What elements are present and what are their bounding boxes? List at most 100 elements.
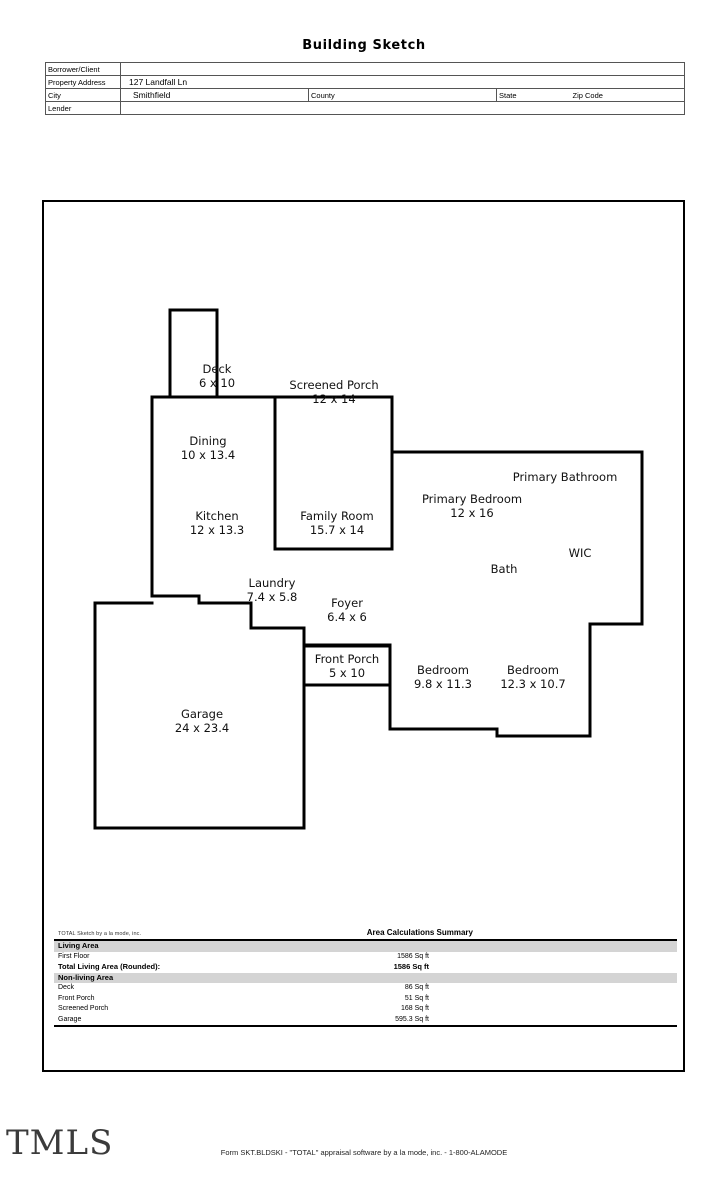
room-dim: 5 x 10 [328,666,366,680]
tmls-watermark-logo: TMLS [6,1123,114,1163]
room-name: Family Room [300,509,374,523]
sketch-credit: TOTAL Sketch by a la mode, inc. [58,931,142,937]
county-label: County [311,90,335,100]
room-name: Primary Bathroom [512,470,618,484]
room-name: Bath [490,562,518,576]
room-dim: 12 x 14 [312,392,356,406]
room-label-screened-porch: Screened Porch 12 x 14 [289,378,378,406]
city-value-cell: Smithfield [120,88,309,102]
room-name: Kitchen [195,509,239,523]
table-row-address: Property Address 127 Landfall Ln [45,75,685,89]
front-porch-label: Front Porch [58,994,95,1002]
room-name: Bedroom [506,663,560,677]
table-row-borrower: Borrower/Client [45,62,685,76]
page-title: Building Sketch [302,38,426,53]
room-dim: 12.3 x 10.7 [500,677,566,691]
summary-section-nonliving: Non-living Area [54,972,677,983]
table-row-first-floor: First Floor 1586 Sq ft [54,952,677,963]
summary-table: Living Area First Floor 1586 Sq ft Total… [54,939,677,1027]
room-label-bedroom-1: Bedroom 9.8 x 11.3 [414,663,472,691]
room-label-primary-bathroom: Primary Bathroom [513,470,618,484]
living-area-amount [245,940,429,952]
room-name: Laundry [248,576,296,590]
room-label-laundry: Laundry 7.4 x 5.8 [247,576,298,604]
room-label-wic: WIC [569,546,592,560]
spacer-cell [429,1004,677,1015]
form-footer-text: Form SKT.BLDSKI - "TOTAL" appraisal soft… [220,1148,508,1157]
room-label-bedroom-2: Bedroom 12.3 x 10.7 [500,663,565,691]
lender-label: Lender [45,101,121,115]
bedroom-bottom-step [388,684,592,738]
room-name: Front Porch [314,652,380,666]
total-living-label: Total Living Area (Rounded): [58,962,161,971]
city-value[interactable]: Smithfield [133,89,171,100]
room-name: Garage [180,707,224,721]
borrower-value[interactable] [120,62,685,76]
deck-amount: 86 Sq ft [404,984,429,991]
room-dim: 7.4 x 5.8 [246,590,298,604]
summary-heading: Area Calculations Summary [366,928,473,937]
spacer-cell [429,994,677,1005]
room-label-bath: Bath [491,562,518,576]
laundry-step-wall [150,594,306,647]
screened-porch-outline [273,395,394,551]
deck-body-walls [154,310,170,397]
spacer-cell [429,1015,677,1027]
summary-section-living: Living Area [54,940,677,952]
room-dim: 12 x 13.3 [189,523,245,537]
sketch-frame: Deck 6 x 10 Screened Porch 12 x 14 Dinin… [42,200,685,1072]
borrower-label: Borrower/Client [45,62,121,76]
spacer-cell [429,983,677,994]
screened-porch-amount: 168 Sq ft [400,1005,429,1012]
property-address-value[interactable]: 127 Landfall Ln [120,75,685,89]
total-living-amount: 1586 Sq ft [393,962,429,971]
front-porch-outline [302,644,392,687]
county-cell: County [308,88,497,102]
room-dim: 12 x 16 [450,506,494,520]
deck-label: Deck [58,984,74,991]
garage-outline [93,601,306,830]
room-name: Bedroom [416,663,470,677]
floor-plan-drawing [93,308,644,830]
screened-porch-label: Screened Porch [58,1005,109,1012]
summary-topline: TOTAL Sketch by a la mode, inc. Area Cal… [54,928,677,939]
room-name: Deck [202,362,232,376]
spacer-cell [429,972,677,983]
room-dim: 15.7 x 14 [309,523,365,537]
area-calculations-summary: TOTAL Sketch by a la mode, inc. Area Cal… [54,928,677,1027]
lender-value[interactable] [120,101,685,115]
city-label: City [45,88,121,102]
room-dim: 6.4 x 6 [327,610,367,624]
table-row-deck: Deck 86 Sq ft [54,983,677,994]
room-name: Foyer [331,596,363,610]
front-porch-amount: 51 Sq ft [404,994,429,1002]
room-label-foyer: Foyer 6.4 x 6 [327,596,367,624]
spacer-cell [429,962,677,973]
room-label-kitchen: Kitchen 12 x 13.3 [190,509,244,537]
garage-amount: 595.3 Sq ft [395,1015,429,1023]
table-row-garage: Garage 595.3 Sq ft [54,1015,677,1027]
nonliving-area-amount [245,972,429,983]
table-row-city: City Smithfield County State Zip Code [45,88,685,102]
nonliving-area-label: Non-living Area [54,972,245,983]
room-name: WIC [568,546,592,560]
table-row-screened-porch: Screened Porch 168 Sq ft [54,1004,677,1015]
room-dim: 9.8 x 11.3 [413,677,473,691]
room-label-deck: Deck 6 x 10 [199,362,235,390]
first-floor-label: First Floor [58,952,90,960]
room-dim: 24 x 23.4 [174,721,230,735]
room-label-family-room: Family Room 15.7 x 14 [300,509,373,537]
property-address-label: Property Address [45,75,121,89]
living-area-label: Living Area [54,940,245,952]
room-name: Primary Bedroom [421,492,523,506]
garage-label: Garage [58,1015,82,1023]
state-label: State [499,90,517,100]
first-floor-amount: 1586 Sq ft [397,952,429,960]
table-row-lender: Lender [45,101,685,115]
room-label-garage: Garage 24 x 23.4 [175,707,229,735]
state-zip-cell: State Zip Code [496,88,685,102]
zip-label: Zip Code [572,90,603,100]
room-label-front-porch: Front Porch 5 x 10 [315,652,379,680]
room-name: Dining [189,434,227,448]
room-label-primary-bedroom: Primary Bedroom 12 x 16 [422,492,522,520]
